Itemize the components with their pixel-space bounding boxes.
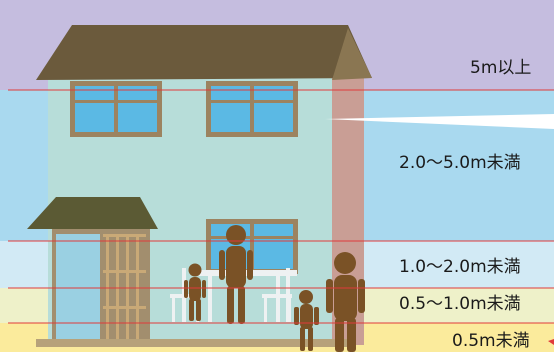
roof-gable bbox=[332, 28, 372, 80]
label-5m-plus: 5m以上 bbox=[470, 58, 532, 78]
label-under-0_5m: 0.5m未満 bbox=[452, 331, 530, 351]
person-adult-center bbox=[219, 225, 253, 324]
label-0_5-to-1m: 0.5～1.0m未満 bbox=[399, 294, 521, 314]
bottom-pointer bbox=[548, 339, 554, 345]
pointer-wedge bbox=[325, 114, 554, 129]
house-foundation bbox=[36, 339, 356, 347]
entrance-door bbox=[56, 234, 100, 344]
person-adult-right bbox=[326, 252, 365, 352]
label-2-to-5m: 2.0～5.0m未満 bbox=[399, 153, 521, 173]
house-roof bbox=[36, 25, 372, 80]
person-child-left bbox=[184, 263, 206, 321]
level-lines bbox=[8, 89, 554, 324]
upper-right-window bbox=[206, 81, 298, 137]
upper-left-window bbox=[70, 81, 162, 137]
porch-lattice bbox=[103, 234, 146, 344]
label-1-to-2m: 1.0～2.0m未満 bbox=[399, 257, 521, 277]
porch-roof bbox=[27, 197, 158, 229]
